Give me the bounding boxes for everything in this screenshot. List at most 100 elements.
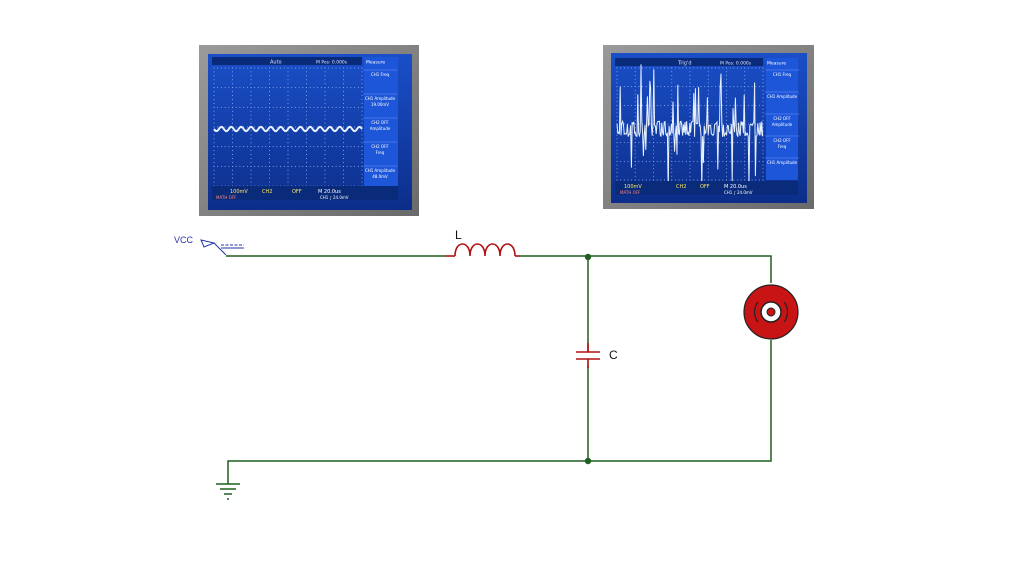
grid-dot <box>704 104 706 106</box>
grid-dot <box>656 67 658 69</box>
grid-dot <box>324 83 326 85</box>
grid-dot <box>354 165 356 167</box>
grid-dot <box>620 179 622 181</box>
grid-dot <box>616 175 618 177</box>
grid-dot <box>287 118 289 120</box>
grid-dot <box>220 146 222 148</box>
grid-dot <box>361 114 363 116</box>
grid-dot <box>722 104 724 106</box>
grid-dot <box>269 110 270 112</box>
scope-grid <box>213 67 363 187</box>
grid-dot <box>350 165 352 167</box>
grid-dot <box>213 95 215 97</box>
grid-dot <box>616 78 618 80</box>
grid-dot <box>660 142 662 144</box>
grid-dot <box>276 126 278 128</box>
grid-dot <box>213 98 215 100</box>
grid-dot <box>722 86 724 88</box>
grid-dot <box>294 146 296 148</box>
grid-dot <box>689 134 691 136</box>
grid-dot <box>317 146 319 148</box>
grid-dot <box>693 179 695 181</box>
grid-dot <box>324 114 326 116</box>
grid-dot <box>343 165 344 167</box>
grid-dot <box>682 179 684 181</box>
wires <box>226 255 772 484</box>
grid-dot <box>283 106 285 108</box>
menu-item-label: Amplitude <box>772 122 793 127</box>
grid-dot <box>689 104 691 106</box>
grid-dot <box>762 168 764 170</box>
grid-dot <box>306 87 307 89</box>
grid-dot <box>250 87 252 89</box>
grid-dot <box>287 165 289 167</box>
grid-dot <box>250 154 252 156</box>
grid-dot <box>627 67 629 69</box>
grid-dot <box>663 160 665 162</box>
grid-dot <box>700 67 702 69</box>
grid-dot <box>306 98 307 100</box>
scope-mode: Auto <box>270 60 282 66</box>
menu-item-label: CH2 OFF <box>773 116 791 121</box>
grid-dot <box>667 67 669 69</box>
grid-dot <box>634 78 636 80</box>
grid-dot <box>663 86 665 88</box>
grid-dot <box>239 87 241 89</box>
grid-dot <box>726 78 727 80</box>
scope-trigger: CH1 ∫ 24.0mV <box>724 190 753 195</box>
grid-dot <box>306 91 307 93</box>
grid-dot <box>213 177 215 179</box>
grid-dot <box>317 67 319 69</box>
grid-dot <box>254 106 256 108</box>
grid-dot <box>254 165 256 167</box>
grid-dot <box>324 126 326 128</box>
grid-dot <box>357 67 359 69</box>
grid-dot <box>696 179 698 181</box>
grid-dot <box>346 165 348 167</box>
grid-dot <box>726 157 727 159</box>
grid-dot <box>726 153 727 155</box>
grid-dot <box>674 104 676 106</box>
grid-dot <box>758 104 760 106</box>
grid-dot <box>276 165 278 167</box>
grid-dot <box>335 126 337 128</box>
grid-dot <box>283 146 285 148</box>
grid-dot <box>232 142 233 144</box>
grid-dot <box>306 114 307 116</box>
grid-dot <box>265 165 267 167</box>
grid-dot <box>616 97 618 99</box>
grid-dot <box>744 78 746 80</box>
grid-dot <box>335 146 337 148</box>
grid-dot <box>689 119 691 121</box>
scope-menu-panel <box>364 57 398 187</box>
grid-dot <box>758 142 760 144</box>
grid-dot <box>346 146 348 148</box>
grid-dot <box>276 87 278 89</box>
grid-dot <box>726 123 727 125</box>
grid-dot <box>287 169 289 171</box>
grid-dot <box>272 67 274 69</box>
grid-dot <box>232 106 233 108</box>
grid-dot <box>645 104 647 106</box>
grid-dot <box>287 150 289 152</box>
grid-dot <box>729 67 731 69</box>
grid-dot <box>324 165 326 167</box>
scope-ch2-value: OFF <box>700 184 710 190</box>
grid-dot <box>689 108 691 110</box>
grid-dot <box>715 67 717 69</box>
grid-dot <box>361 102 363 104</box>
grid-dot <box>265 106 267 108</box>
grid-dot <box>762 123 764 125</box>
grid-dot <box>620 160 622 162</box>
grid-dot <box>762 145 764 147</box>
grid-dot <box>317 87 319 89</box>
grid-dot <box>317 106 319 108</box>
grid-dot <box>361 146 363 148</box>
grid-dot <box>671 168 673 170</box>
grid-dot <box>269 165 270 167</box>
grid-dot <box>671 164 673 166</box>
grid-dot <box>616 160 618 162</box>
grid-dot <box>309 146 311 148</box>
grid-dot <box>243 146 245 148</box>
